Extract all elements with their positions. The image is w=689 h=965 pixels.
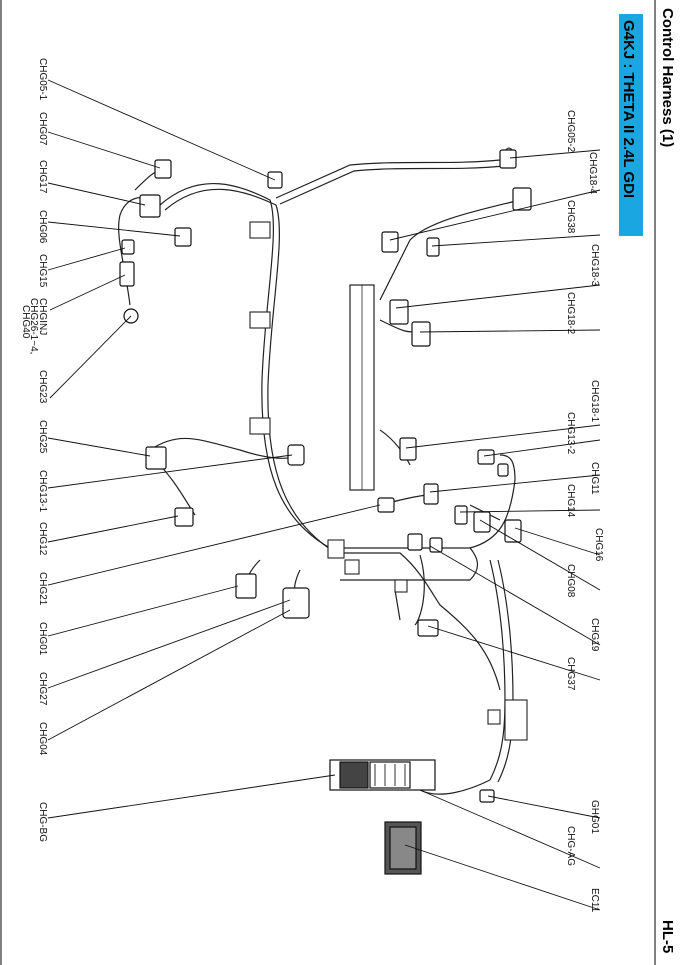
connector-label-left-9: CHG25 (37, 420, 48, 454)
leader-lines (47, 79, 601, 911)
connector-label-left-16: CHG-BG (37, 802, 48, 842)
connector-bodies (119, 149, 532, 803)
connector-label-left-3: CHG06 (37, 210, 48, 244)
connector-labels-right: CHG05-2CHG18-4CHG38CHG18-3CHG18-2CHG18-1… (565, 110, 604, 913)
page-number: HL-5 (659, 920, 676, 953)
connector-label-right-1: CHG18-4 (587, 152, 598, 195)
connector-label-left-12: CHG21 (37, 572, 48, 606)
connector-label-right-0: CHG05-2 (565, 110, 576, 153)
connector-label-right-5: CHG18-1 (589, 380, 600, 423)
connector-label-right-7: CHG11 (589, 462, 600, 495)
engine-banner-bg (619, 14, 643, 236)
connector-label-left-4: CHG15 (37, 254, 48, 288)
connector-label-right-11: CHG19 (589, 618, 600, 652)
connector-label-left-8: CHG23 (37, 370, 48, 404)
connector-labels-left: CHG05-1CHG07CHG17CHG06CHG15CHGINJCHG26-1… (20, 58, 48, 842)
connector-label-right-3: CHG18-3 (589, 244, 600, 287)
engine-banner-label: G4KJ : THETA II 2.4L GDI (620, 20, 637, 198)
connector-label-left-11: CHG12 (37, 522, 48, 556)
connector-label-left-7: CHG40 (20, 305, 31, 339)
harness-clips (249, 221, 528, 741)
connector-label-left-5: CHGINJ (37, 298, 48, 335)
connector-label-left-1: CHG07 (37, 112, 48, 146)
connector-label-right-6: CHG13-2 (565, 412, 576, 455)
connector-label-right-10: CHG08 (565, 564, 576, 598)
connector-label-right-14: CHG-AG (565, 826, 576, 866)
page-title: Control Harness (1) (659, 8, 676, 147)
connector-label-right-9: CHG16 (593, 528, 604, 562)
connector-label-right-2: CHG38 (565, 200, 576, 234)
connector-label-right-15: EC11 (589, 888, 600, 913)
connector-label-left-15: CHG04 (37, 722, 48, 756)
connector-label-left-14: CHG27 (37, 672, 48, 706)
connector-label-left-0: CHG05-1 (37, 58, 48, 101)
connector-label-right-12: CHG37 (565, 657, 576, 691)
connector-label-left-10: CHG13-1 (37, 470, 48, 513)
ecu-connectors (329, 759, 436, 875)
connector-label-right-13: GHG01 (589, 800, 600, 834)
connector-label-left-6: CHG26-1~4, (28, 298, 39, 354)
connector-label-right-4: CHG18-2 (565, 292, 576, 335)
connector-label-left-2: CHG17 (37, 160, 48, 194)
connector-label-left-13: CHG01 (37, 622, 48, 656)
connector-label-right-8: CHG14 (565, 484, 576, 518)
